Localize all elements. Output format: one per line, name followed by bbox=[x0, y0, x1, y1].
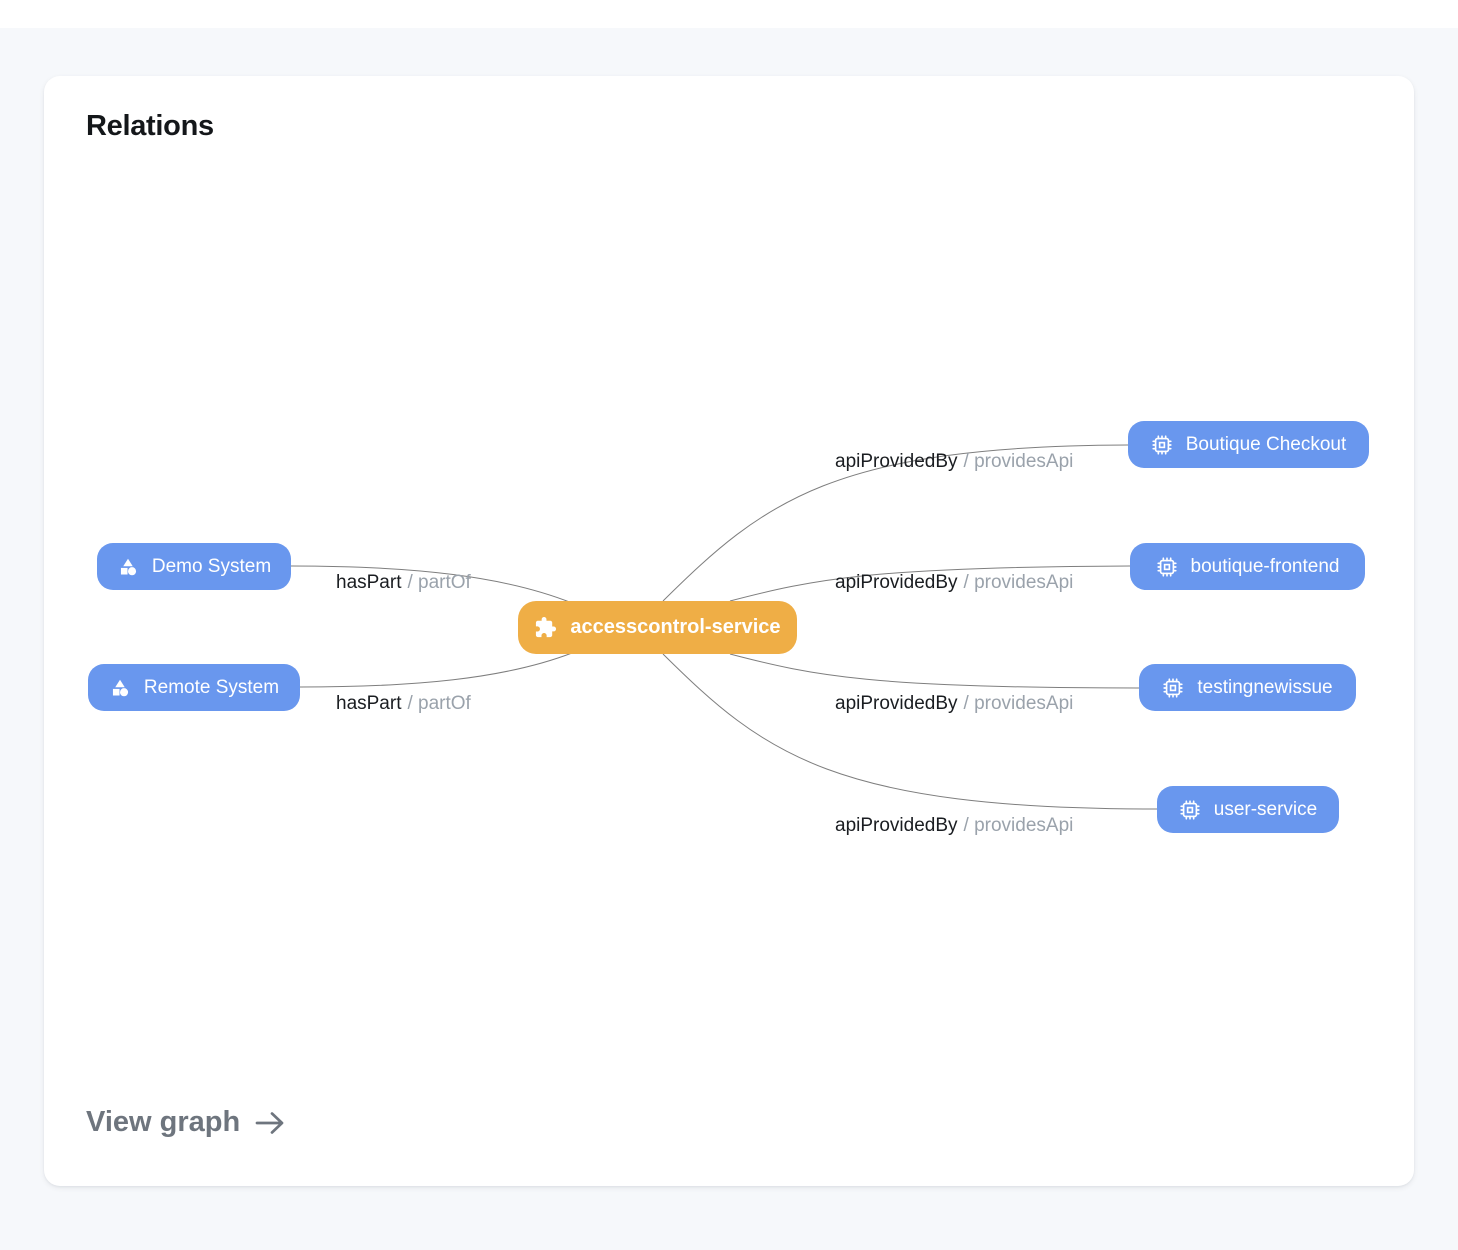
relation-name: apiProvidedBy bbox=[835, 572, 958, 593]
node-boutique-checkout[interactable]: Boutique Checkout bbox=[1128, 421, 1369, 468]
edge-label-apiprovidedby-1: apiProvidedBy / providesApi bbox=[835, 451, 1073, 473]
node-user-service[interactable]: user-service bbox=[1157, 786, 1339, 833]
node-label: Boutique Checkout bbox=[1186, 434, 1347, 456]
edge-testingnewissue bbox=[730, 654, 1139, 688]
node-label: testingnewissue bbox=[1197, 677, 1332, 699]
relation-inverse: / providesApi bbox=[964, 572, 1074, 593]
edge-label-apiprovidedby-3: apiProvidedBy / providesApi bbox=[835, 693, 1073, 715]
view-graph-label: View graph bbox=[86, 1106, 240, 1139]
node-demo-system[interactable]: Demo System bbox=[97, 543, 291, 590]
node-label: Demo System bbox=[152, 556, 271, 578]
node-testingnewissue[interactable]: testingnewissue bbox=[1139, 664, 1356, 711]
relation-inverse: / partOf bbox=[407, 693, 470, 714]
relation-name: apiProvidedBy bbox=[835, 815, 958, 836]
puzzle-icon bbox=[534, 616, 557, 639]
relations-card: Relations hasPart/ partOf hasPart/ partO… bbox=[44, 76, 1414, 1186]
relation-name: hasPart bbox=[336, 693, 401, 714]
relation-inverse: / partOf bbox=[407, 572, 470, 593]
node-boutique-frontend[interactable]: boutique-frontend bbox=[1130, 543, 1365, 590]
edge-label-apiprovidedby-2: apiProvidedBy / providesApi bbox=[835, 572, 1073, 594]
relations-graph: hasPart / partOf hasPart / partOf apiProvi… bbox=[44, 76, 1414, 1186]
node-label: boutique-frontend bbox=[1191, 556, 1340, 578]
edge-label-haspart-1: hasPart / partOf bbox=[336, 572, 471, 594]
relation-inverse: / providesApi bbox=[964, 451, 1074, 472]
node-accesscontrol-service[interactable]: accesscontrol-service bbox=[518, 601, 797, 654]
view-graph-link[interactable]: View graph bbox=[86, 1106, 287, 1139]
relation-inverse: / providesApi bbox=[964, 693, 1074, 714]
relation-name: apiProvidedBy bbox=[835, 451, 958, 472]
shapes-icon bbox=[109, 677, 131, 699]
relation-inverse: / providesApi bbox=[964, 815, 1074, 836]
chip-icon bbox=[1179, 799, 1201, 821]
chip-icon bbox=[1156, 556, 1178, 578]
arrow-right-icon bbox=[253, 1109, 287, 1137]
node-label: Remote System bbox=[144, 677, 279, 699]
chip-icon bbox=[1151, 434, 1173, 456]
node-label: user-service bbox=[1214, 799, 1317, 821]
edge-label-haspart-2: hasPart / partOf bbox=[336, 693, 471, 715]
edge-label-apiprovidedby-4: apiProvidedBy / providesApi bbox=[835, 815, 1073, 837]
edge-user-service bbox=[663, 654, 1157, 809]
chip-icon bbox=[1162, 677, 1184, 699]
shapes-icon bbox=[117, 556, 139, 578]
relation-name: apiProvidedBy bbox=[835, 693, 958, 714]
edge-remote-system bbox=[300, 653, 572, 687]
relation-name: hasPart bbox=[336, 572, 401, 593]
node-remote-system[interactable]: Remote System bbox=[88, 664, 300, 711]
node-label: accesscontrol-service bbox=[570, 616, 780, 639]
